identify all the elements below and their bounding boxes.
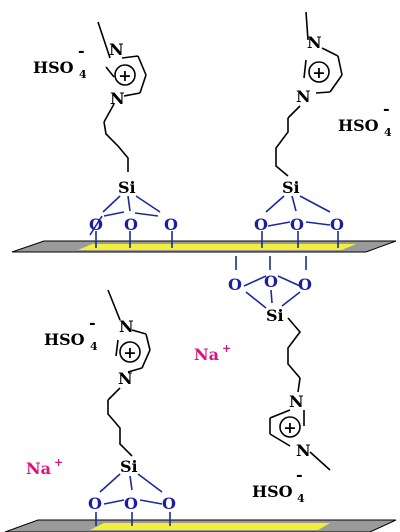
- silicon-c: Si: [266, 306, 284, 325]
- propyl-chain-b: [275, 118, 289, 177]
- propyl-chain-c: [287, 317, 302, 379]
- sodium-charge-middle: +: [222, 342, 231, 355]
- counterion-d-charge: -: [89, 313, 96, 332]
- counterion-c-base: HSO: [252, 482, 293, 501]
- sodium-symbol-middle: Na: [194, 345, 219, 364]
- plus-sign-a: +: [118, 66, 131, 85]
- oxygen-b3: O: [330, 215, 344, 234]
- counterion-d-base: HSO: [44, 330, 85, 349]
- plus-sign-d: +: [123, 343, 136, 362]
- oxygen-a3: O: [164, 215, 178, 234]
- propyl-chain-d: [107, 400, 133, 457]
- counterion-d-subscript: 4: [90, 340, 98, 353]
- oxygen-b2: O: [290, 215, 304, 234]
- unit-bottom-left: + N N Si O O O HSO 4 -: [44, 289, 176, 526]
- oxygen-b1: O: [254, 215, 268, 234]
- nitrogen-d2: N: [118, 369, 133, 388]
- oxygen-d2: O: [124, 494, 138, 513]
- counterion-b-charge: -: [383, 99, 390, 118]
- propyl-chain-a: [103, 121, 129, 172]
- nitrogen-c1: N: [289, 392, 304, 411]
- counterion-b-subscript: 4: [384, 126, 392, 139]
- si-o-bonds-a: [89, 195, 173, 248]
- sodium-ion-left: Na +: [26, 456, 63, 478]
- oxygen-a1: O: [89, 215, 103, 234]
- imidazolium-ring-a: [97, 21, 147, 123]
- plus-charge-circle-a: [114, 64, 136, 86]
- nitrogen-a1: N: [109, 40, 124, 59]
- imidazolium-ring-b: [287, 11, 343, 119]
- si-o-bonds-b: [261, 195, 339, 248]
- nitrogen-c2: N: [296, 441, 311, 460]
- oxygen-c2: O: [264, 272, 278, 291]
- counterion-a-charge: -: [78, 41, 85, 60]
- silicon-b: Si: [282, 178, 300, 197]
- sodium-symbol-left: Na: [26, 459, 51, 478]
- counterion-c: HSO 4 -: [252, 465, 305, 505]
- imidazolium-ring-c: [269, 377, 331, 471]
- silicon-a: Si: [118, 178, 136, 197]
- plus-charge-circle-d: [119, 341, 141, 363]
- counterion-a-subscript: 4: [79, 68, 87, 81]
- imidazolium-ring-d: [107, 289, 151, 401]
- counterion-c-charge: -: [296, 465, 303, 484]
- oxygen-d3: O: [162, 494, 176, 513]
- silica-surface-bottom: [4, 519, 397, 532]
- si-o-bonds-c: [235, 256, 307, 309]
- plus-charge-circle-c: [279, 416, 301, 438]
- unit-top-left: + N N Si O O O HSO 4 -: [33, 21, 178, 248]
- nitrogen-b1: N: [307, 33, 322, 52]
- plus-sign-c: +: [283, 418, 296, 437]
- surface-highlight-bottom: [90, 523, 330, 530]
- oxygen-c1: O: [228, 275, 242, 294]
- oxygen-c3: O: [298, 275, 312, 294]
- nitrogen-a2: N: [110, 89, 125, 108]
- plus-sign-b: +: [312, 63, 325, 82]
- unit-middle-right: O O O Si + N N HSO 4 -: [228, 256, 331, 505]
- counterion-b-base: HSO: [338, 116, 379, 135]
- nitrogen-b2: N: [296, 87, 311, 106]
- surface-highlight-top: [78, 244, 356, 250]
- plus-charge-circle-b: [308, 61, 330, 83]
- oxygen-a2: O: [124, 215, 138, 234]
- nitrogen-d1: N: [119, 317, 134, 336]
- counterion-a-base: HSO: [33, 58, 74, 77]
- counterion-d: HSO 4 -: [44, 313, 98, 353]
- sodium-charge-left: +: [54, 456, 63, 469]
- silica-surface-top: [11, 240, 397, 253]
- unit-top-right: + N N Si O O O HSO 4 -: [254, 11, 392, 248]
- silicon-d: Si: [120, 457, 138, 476]
- sodium-ion-middle: Na +: [194, 342, 231, 364]
- counterion-c-subscript: 4: [297, 492, 305, 505]
- counterion-a: HSO 4 -: [33, 41, 87, 81]
- oxygen-d1: O: [88, 494, 102, 513]
- counterion-b: HSO 4 -: [338, 99, 392, 139]
- si-o-bonds-d: [95, 473, 171, 526]
